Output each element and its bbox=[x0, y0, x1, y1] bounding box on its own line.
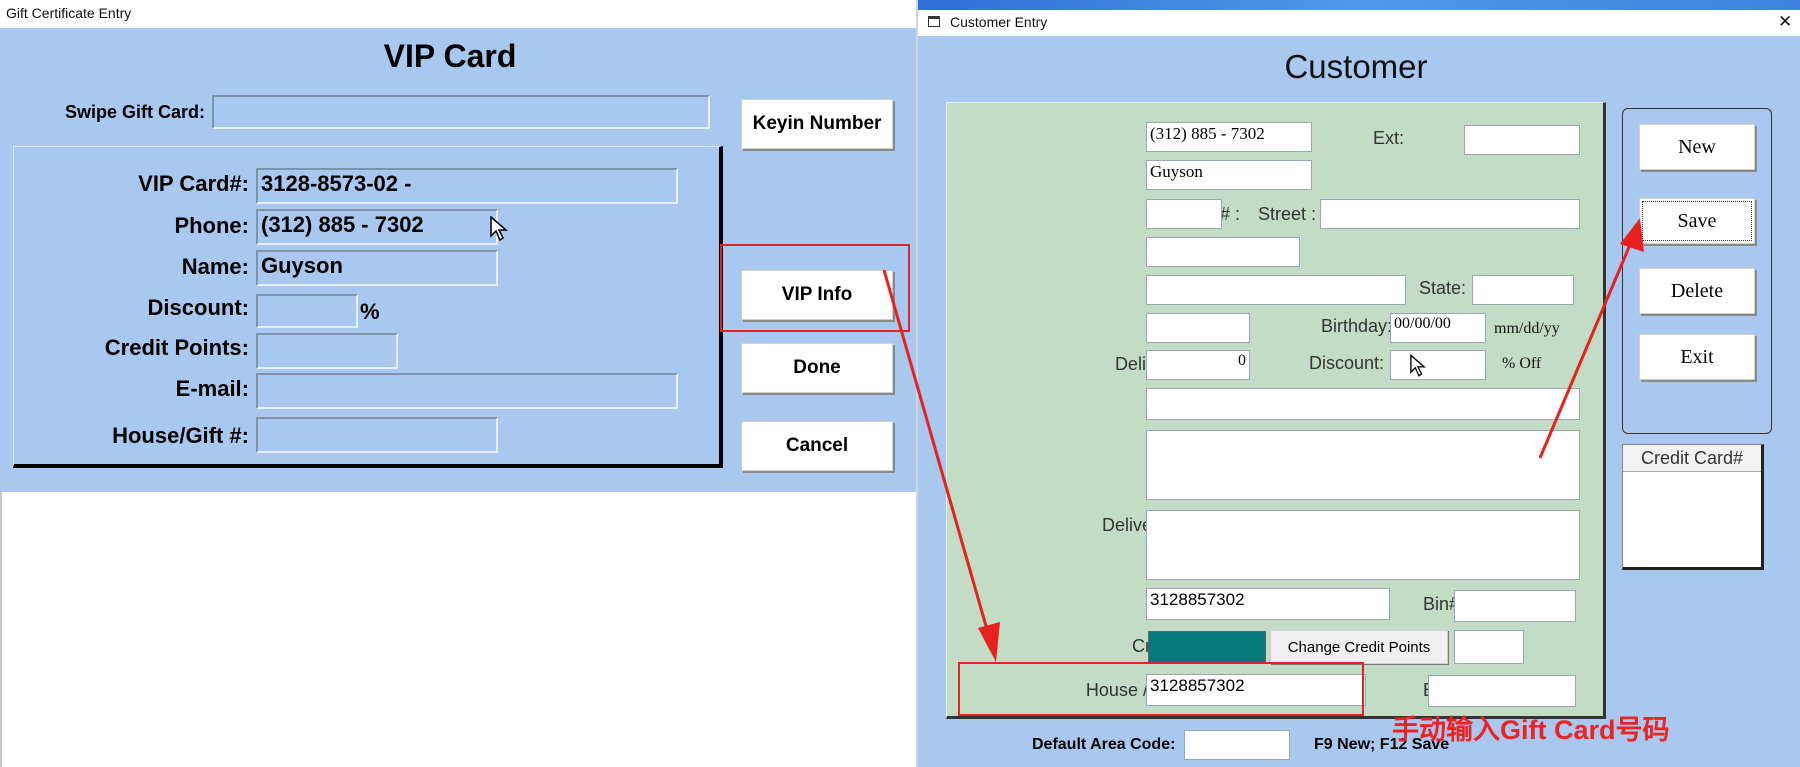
cust-bin1-input[interactable] bbox=[1454, 590, 1576, 622]
cust-deliver-charge-input[interactable]: 0 bbox=[1146, 350, 1250, 380]
arrow-to-save-button bbox=[1538, 239, 1634, 459]
default-area-code-label: Default Area Code: bbox=[1032, 736, 1176, 753]
customer-window-titlebar: Customer Entry ✕ bbox=[918, 10, 1800, 36]
cust-house-gift-input[interactable]: 3128857302 bbox=[1146, 674, 1366, 706]
gift-phone-label: Phone: bbox=[174, 213, 249, 238]
vip-card-number-input[interactable]: 3128-8573-02 - bbox=[256, 168, 678, 204]
gift-house-gift-label: House/Gift #: bbox=[112, 423, 249, 448]
exit-button[interactable]: Exit bbox=[1639, 334, 1755, 380]
cust-bin2-input[interactable] bbox=[1428, 675, 1576, 707]
highlight-box-vip-info bbox=[720, 244, 910, 332]
arrow-head-down bbox=[978, 622, 1000, 662]
credit-card-header: Credit Card# bbox=[1623, 445, 1761, 472]
close-icon[interactable]: ✕ bbox=[1778, 12, 1793, 31]
gift-discount-input[interactable] bbox=[256, 294, 358, 328]
cust-state-input[interactable] bbox=[1472, 275, 1574, 305]
gift-name-label: Name: bbox=[181, 254, 249, 279]
annotation-text: 手动输入Gift Card号码 bbox=[1392, 715, 1670, 745]
gift-email-label: E-mail: bbox=[175, 376, 249, 401]
vip-card-panel: VIP Card#: 3128-8573-02 - Phone: (312) 8… bbox=[13, 146, 723, 468]
cust-delivery-remark-textarea[interactable] bbox=[1146, 510, 1580, 580]
title-accent-strip bbox=[918, 0, 1800, 10]
customer-window-title: Customer Entry bbox=[950, 14, 1048, 30]
cancel-button[interactable]: Cancel bbox=[741, 421, 893, 471]
vip-card-number-label: VIP Card#: bbox=[138, 171, 249, 196]
cust-ext-label: Ext: bbox=[1372, 128, 1404, 148]
cust-ext-input[interactable] bbox=[1464, 125, 1580, 155]
cust-street-input[interactable] bbox=[1320, 199, 1580, 229]
vip-card-heading: VIP Card bbox=[383, 38, 517, 74]
save-button[interactable]: Save bbox=[1639, 198, 1755, 244]
cust-birthday-input[interactable]: 00/00/00 bbox=[1390, 313, 1486, 343]
change-credit-points-button[interactable]: Change Credit Points bbox=[1270, 630, 1448, 664]
default-area-code-input[interactable] bbox=[1184, 730, 1290, 760]
mouse-pointer-icon bbox=[490, 216, 508, 242]
cust-credit-points-extra[interactable] bbox=[1454, 630, 1524, 664]
window-edge bbox=[0, 492, 2, 767]
action-button-group bbox=[1622, 108, 1772, 434]
gift-email-input[interactable] bbox=[256, 373, 678, 409]
cust-birthday-label: Birthday: bbox=[1320, 316, 1392, 336]
window-icon bbox=[928, 16, 940, 27]
swipe-gift-card-input[interactable] bbox=[212, 95, 710, 129]
done-button[interactable]: Done bbox=[741, 343, 893, 393]
gift-discount-label: Discount: bbox=[147, 295, 249, 320]
cust-name-input[interactable]: Guyson bbox=[1146, 160, 1312, 190]
cust-apartment-input[interactable] bbox=[1146, 237, 1300, 267]
cust-city-input[interactable] bbox=[1146, 275, 1406, 305]
swipe-gift-card-label: Swipe Gift Card: bbox=[64, 102, 205, 122]
mouse-pointer-icon bbox=[1410, 354, 1426, 377]
gift-window-title: Gift Certificate Entry bbox=[6, 5, 132, 21]
arrow-head-up bbox=[1620, 218, 1644, 252]
gift-window-titlebar: Gift Certificate Entry bbox=[0, 0, 916, 28]
new-button[interactable]: New bbox=[1639, 124, 1755, 170]
cust-birthday-format: mm/dd/yy bbox=[1494, 320, 1560, 337]
highlight-box-house-gift bbox=[958, 662, 1364, 716]
customer-heading: Customer bbox=[1284, 48, 1428, 85]
cust-address-input[interactable] bbox=[1146, 199, 1222, 229]
gift-credit-points-input[interactable] bbox=[256, 333, 398, 369]
cust-vip-card-input[interactable]: 3128857302 bbox=[1146, 588, 1390, 620]
gift-house-gift-input[interactable] bbox=[256, 417, 498, 453]
cust-discount-unit: % Off bbox=[1502, 355, 1542, 372]
arrow-to-gift-card-field bbox=[882, 269, 992, 641]
gift-name-input[interactable]: Guyson bbox=[256, 250, 498, 286]
cust-discount-label: Discount: bbox=[1308, 353, 1384, 373]
gift-credit-points-label: Credit Points: bbox=[104, 335, 249, 360]
vip-info-button[interactable]: VIP Info bbox=[741, 270, 893, 320]
gift-phone-input[interactable]: (312) 885 - 7302 bbox=[256, 209, 498, 245]
shortcut-hint: F9 New; F12 Save bbox=[1314, 736, 1450, 753]
cust-discount-input[interactable] bbox=[1390, 350, 1486, 380]
cust-state-label: State: bbox=[1418, 278, 1466, 298]
credit-card-list[interactable]: Credit Card# bbox=[1622, 444, 1764, 570]
customer-entry-window: Customer Entry ✕ Customer Phone: (312) 8… bbox=[916, 0, 1800, 767]
gift-discount-unit: % bbox=[360, 299, 380, 324]
cust-note-textarea[interactable] bbox=[1146, 430, 1580, 500]
cust-bin1-label: Bin#: bbox=[1422, 594, 1464, 614]
gift-certificate-window: Gift Certificate Entry VIP Card Swipe Gi… bbox=[0, 0, 916, 492]
cust-phone-input[interactable]: (312) 885 - 7302 bbox=[1146, 122, 1312, 152]
cust-credit-points-value bbox=[1148, 631, 1266, 663]
delete-button[interactable]: Delete bbox=[1639, 268, 1755, 314]
cust-street-label: Street : bbox=[1257, 204, 1316, 224]
cust-zipcode-input[interactable] bbox=[1146, 313, 1250, 343]
keyin-number-button[interactable]: Keyin Number bbox=[741, 99, 893, 149]
cust-email-input[interactable] bbox=[1146, 388, 1580, 420]
